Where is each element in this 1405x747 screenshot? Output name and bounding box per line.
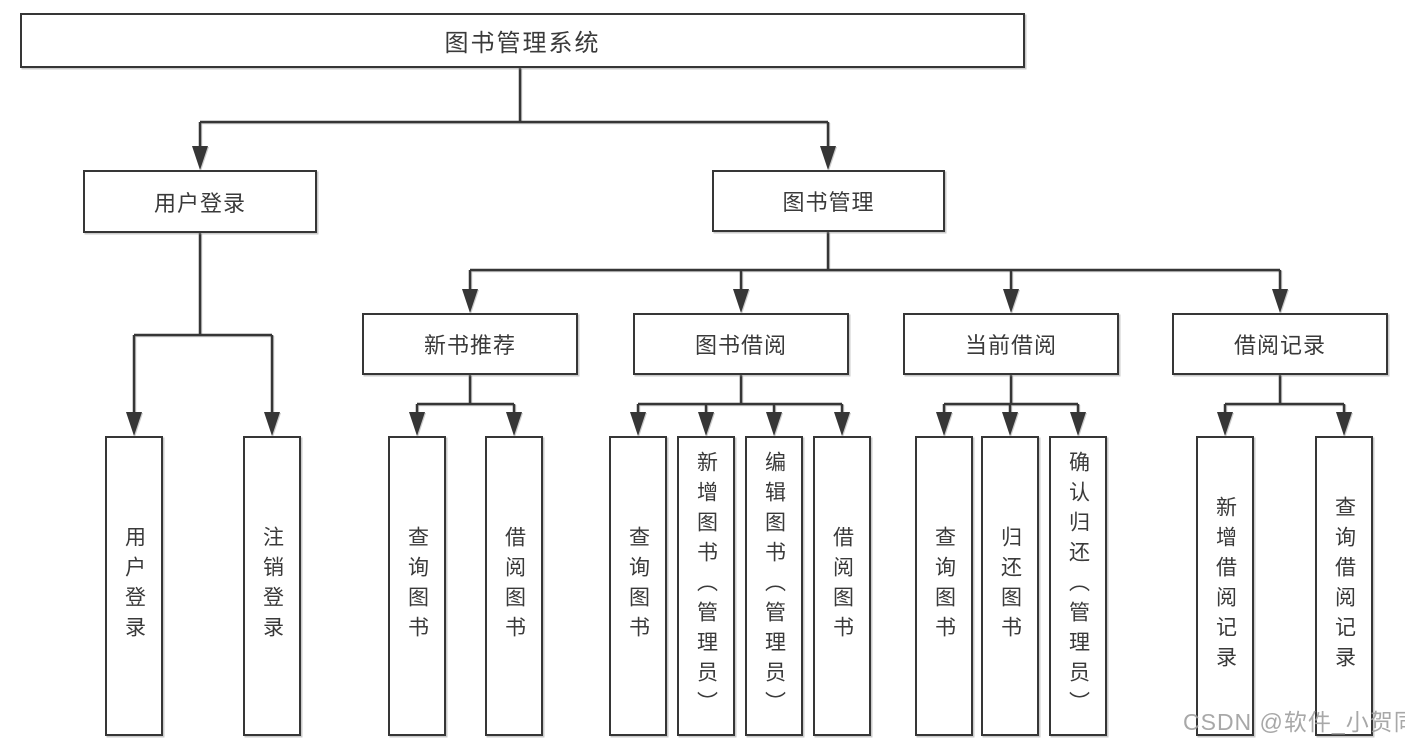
node-borrow-record-label: 借阅记录 [1233, 333, 1326, 358]
node-root-label: 图书管理系统 [444, 30, 601, 57]
node-current-borrow: 当前借阅 [903, 313, 1119, 375]
node-current-borrow-label: 当前借阅 [964, 333, 1057, 358]
leaf-newbook-borrow: 借阅图书 [485, 436, 543, 736]
leaf-user-login-label: 用户登录 [122, 526, 146, 646]
leaf-borrow-add-book-label: 新增图书（管理员） [694, 451, 718, 721]
leaf-record-add: 新增借阅记录 [1196, 436, 1254, 736]
leaf-newbook-query: 查询图书 [388, 436, 446, 736]
leaf-logout-label: 注销登录 [260, 526, 284, 646]
leaf-current-return: 归还图书 [981, 436, 1039, 736]
node-user-login-label: 用户登录 [153, 190, 246, 216]
leaf-current-query-label: 查询图书 [932, 526, 956, 646]
leaf-borrow-borrow-book: 借阅图书 [813, 436, 871, 736]
node-new-book-rec-label: 新书推荐 [423, 333, 516, 358]
csdn-watermark: CSDN @软件_小贺同学 [1183, 709, 1405, 735]
leaf-record-query-label: 查询借阅记录 [1332, 496, 1356, 676]
node-user-login: 用户登录 [83, 170, 317, 233]
leaf-newbook-query-label: 查询图书 [405, 526, 429, 646]
leaf-user-login: 用户登录 [105, 436, 163, 736]
leaf-record-query: 查询借阅记录 [1315, 436, 1373, 736]
leaf-current-query: 查询图书 [915, 436, 973, 736]
leaf-borrow-edit-book-label: 编辑图书（管理员） [762, 451, 786, 721]
leaf-logout: 注销登录 [243, 436, 301, 736]
node-book-mgmt: 图书管理 [712, 170, 945, 232]
leaf-borrow-borrow-book-label: 借阅图书 [830, 526, 854, 646]
leaf-borrow-query: 查询图书 [609, 436, 667, 736]
node-root: 图书管理系统 [20, 13, 1025, 68]
leaf-current-confirm-return-label: 确认归还（管理员） [1066, 451, 1090, 721]
node-book-mgmt-label: 图书管理 [782, 190, 875, 215]
node-new-book-rec: 新书推荐 [362, 313, 578, 375]
leaf-borrow-add-book: 新增图书（管理员） [677, 436, 735, 736]
leaf-borrow-edit-book: 编辑图书（管理员） [745, 436, 803, 736]
leaf-newbook-borrow-label: 借阅图书 [502, 526, 526, 646]
leaf-borrow-query-label: 查询图书 [626, 526, 650, 646]
leaf-current-return-label: 归还图书 [998, 526, 1022, 646]
node-book-borrow: 图书借阅 [633, 313, 849, 375]
arrowheads [126, 146, 1352, 436]
node-borrow-record: 借阅记录 [1172, 313, 1388, 375]
leaf-record-add-label: 新增借阅记录 [1213, 496, 1237, 676]
leaf-current-confirm-return: 确认归还（管理员） [1049, 436, 1107, 736]
node-book-borrow-label: 图书借阅 [694, 333, 787, 358]
